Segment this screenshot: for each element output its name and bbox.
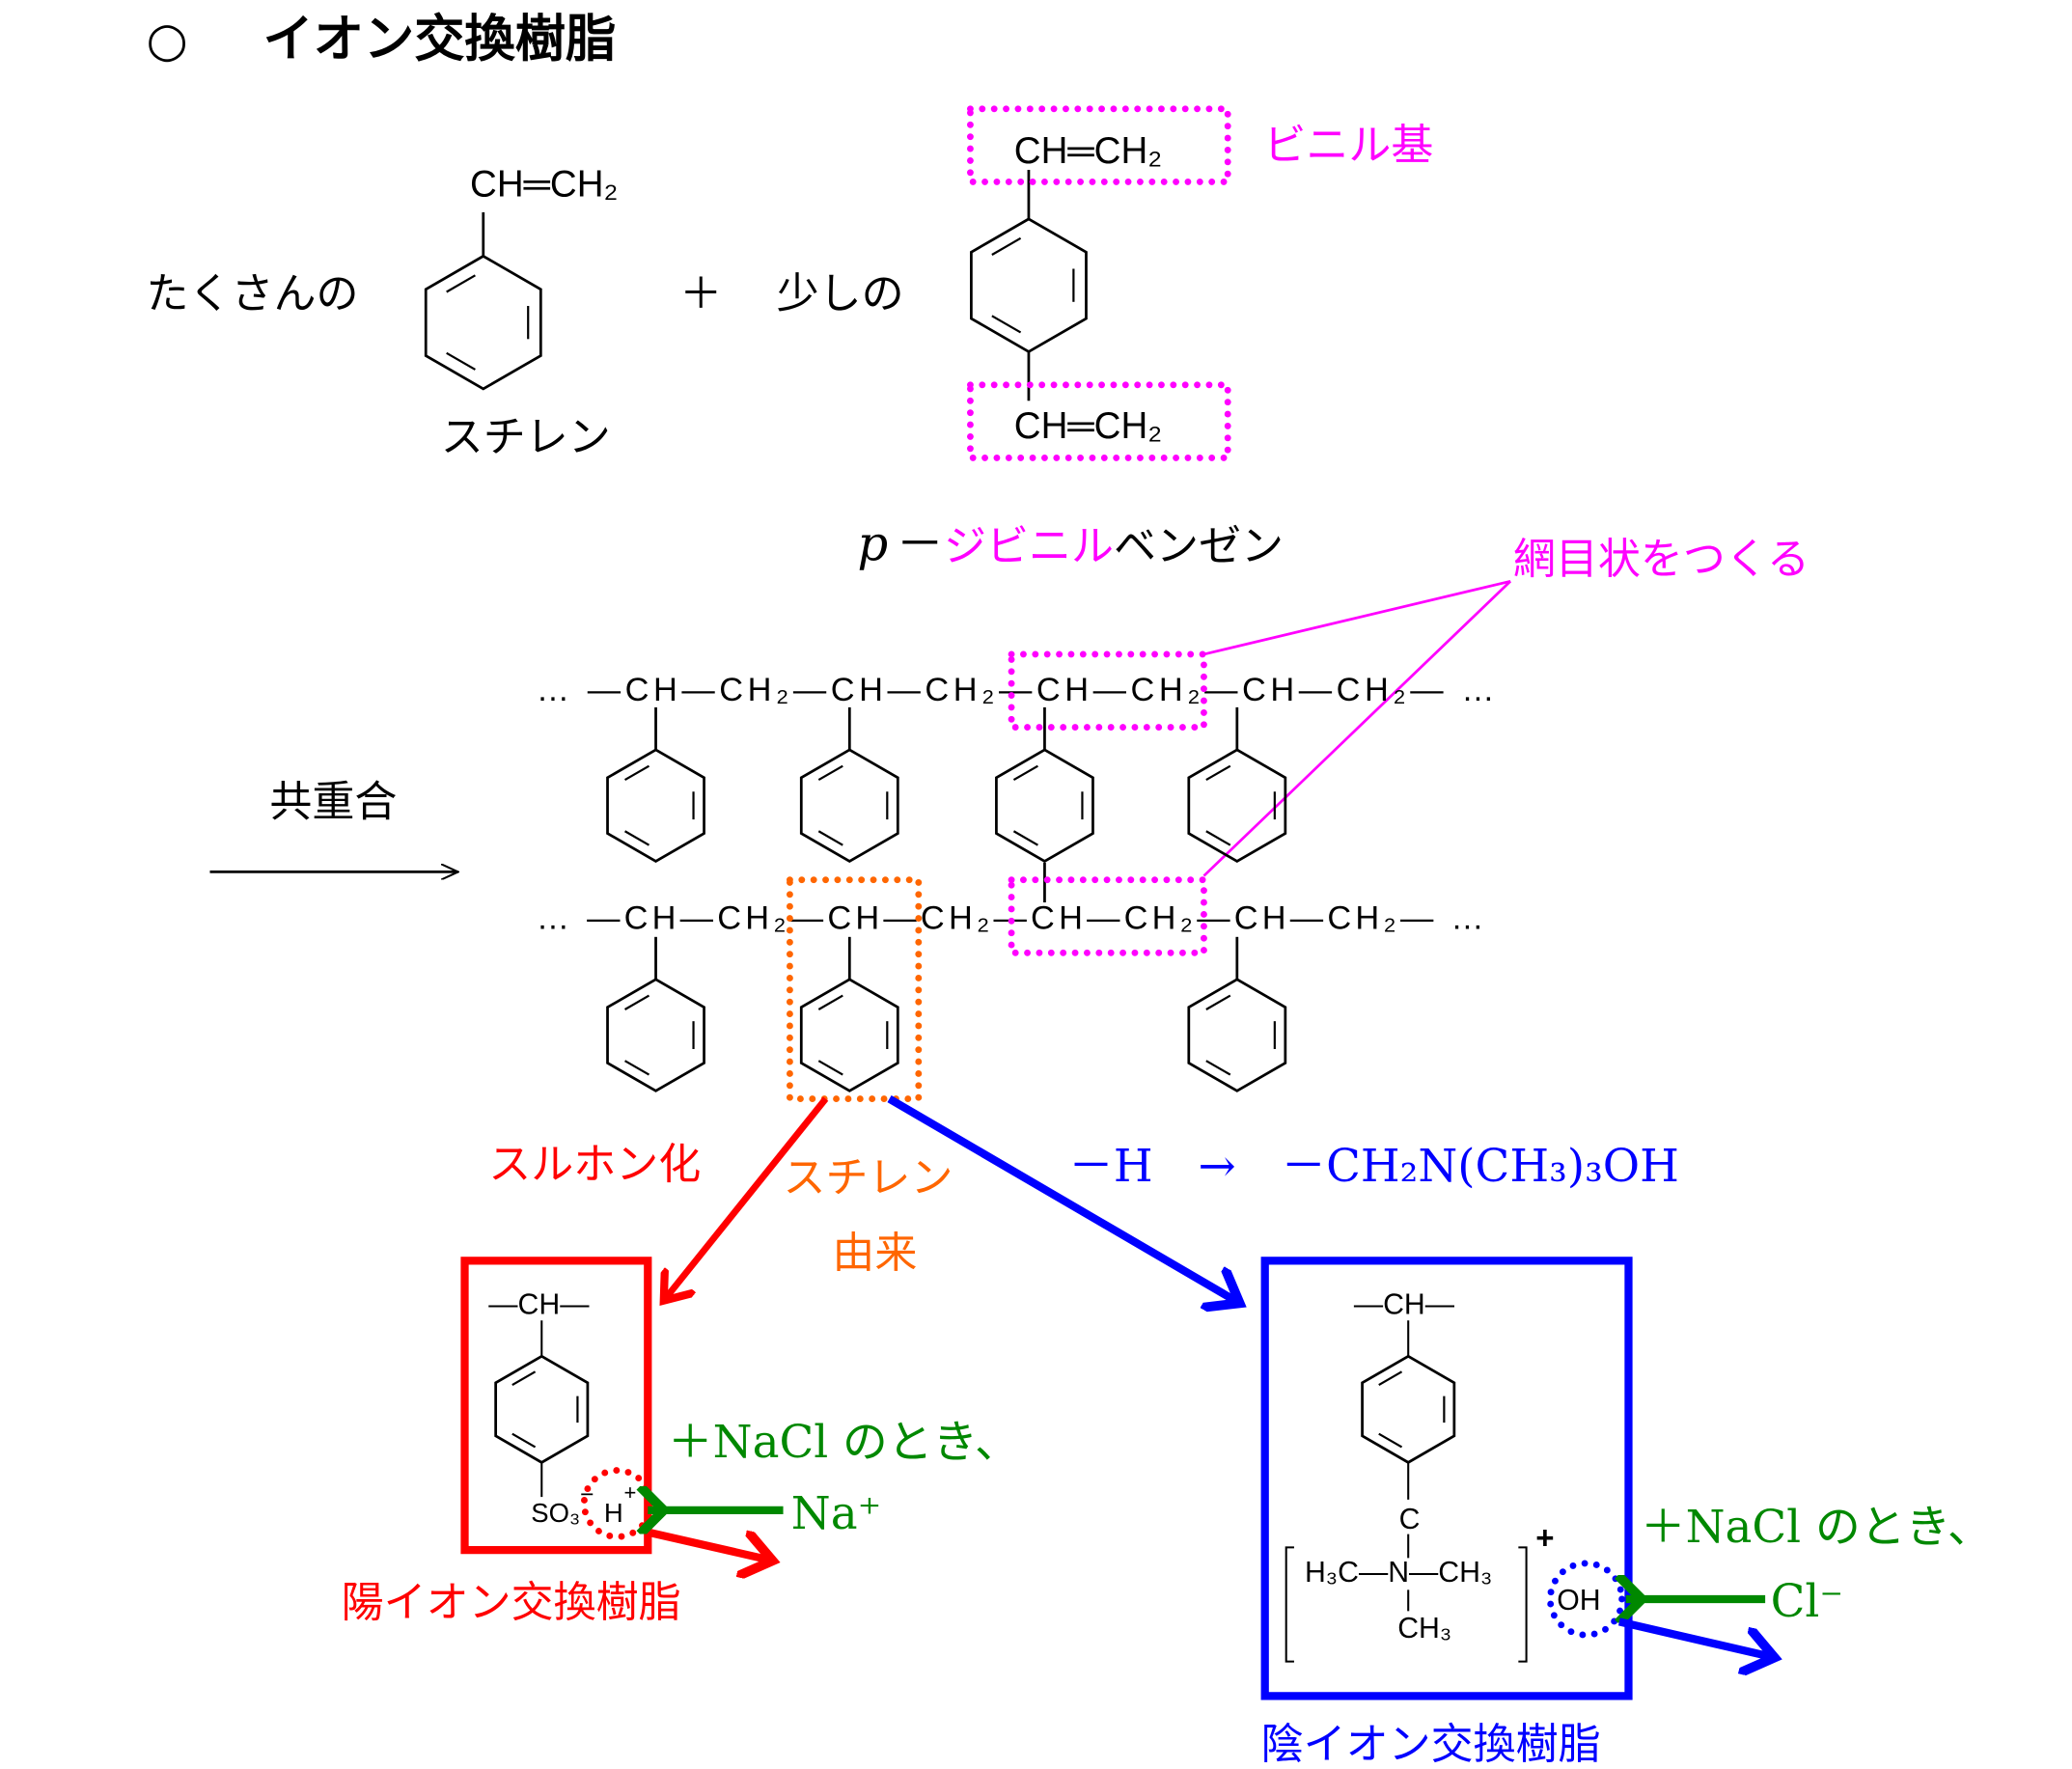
double-bond [991,236,1022,256]
double-bond [1205,830,1231,846]
reaction-label: 共重合 [269,778,397,827]
many-label: たくさんの [146,269,358,318]
benzene-ring [1187,748,1287,864]
benzene-ring-anion [1361,1354,1456,1464]
carbon: C [1399,1504,1421,1535]
ring-outline [799,748,899,864]
benzene-ring [606,748,705,864]
double-bond [446,274,476,293]
network-label: 網目状をつくる [1513,535,1810,584]
ring-outline [606,978,705,1092]
double-bond [1012,830,1038,846]
vinyl-highlight-bottom [966,381,1231,461]
ring-outline [1187,978,1287,1092]
ring-outline [995,748,1094,864]
trimethylammonium: H₃C—N—CH₃ [1305,1557,1492,1589]
ring-outline [424,254,542,391]
oh-out-arrow [1617,1617,1775,1657]
left-bracket [1285,1546,1294,1663]
double-bond [446,351,476,371]
divinyl-part: ジビニル [944,521,1114,570]
right-bracket [1518,1546,1528,1663]
double-bond [623,994,650,1010]
double-bond [991,315,1022,334]
ring-outline [494,1354,590,1464]
double-bond [1205,994,1231,1010]
double-bond [511,1370,537,1386]
network-pointer [1202,580,1512,877]
benzene-ring [1187,978,1287,1092]
benzene-part: ベンゼン [1114,521,1284,570]
h-out-arrow [649,1529,773,1561]
styrene-origin-label-2: 由来 [832,1229,917,1278]
double-bond [623,764,650,782]
ring-outline [799,978,899,1092]
polymer-chain-1: … —CH—CH₂—CH—CH₂—CH—CH₂—CH—CH₂— … [537,672,1495,708]
crosslink-highlight-top [1008,650,1207,731]
dvb-vinyl-bottom: CH═CH₂ [1014,405,1162,447]
chain1-pendants [654,706,1239,903]
cation-nacl-note: ＋NaCl のとき、 [668,1417,1020,1469]
double-bond [1205,764,1231,782]
benzene-ring-dvb [970,217,1088,353]
double-bond [1012,764,1038,782]
dvb-name: p－ジビニルベンゼン [858,515,1284,571]
benzene-ring [606,978,705,1092]
sulfonate-group: SO₃ [531,1498,580,1528]
ch-group: —CH— [1354,1288,1455,1320]
double-bond [817,1060,843,1076]
hydrogen-ion: H [604,1498,623,1528]
styrene-vinyl-group: CH═CH₂ [470,164,618,206]
benzene-ring-cation [494,1354,590,1464]
plus-sign: ＋ [679,269,722,318]
vinyl-highlight-top [966,105,1231,185]
double-bond [1378,1432,1403,1449]
benzene-ring-styrene-unit [799,978,899,1092]
anion-resin-name: 陰イオン交換樹脂 [1261,1720,1601,1769]
anion-nacl-note: ＋NaCl のとき、 [1641,1502,1993,1554]
dash: － [896,515,944,571]
double-bond [623,830,650,846]
title-bullet: ○ [146,12,187,68]
cation-resin-box [460,1257,652,1555]
double-bond [817,764,843,782]
ring-outline [970,217,1088,353]
anion-resin-box [1260,1257,1633,1700]
double-bond [1378,1370,1403,1386]
cl-ion: Cl⁻ [1771,1576,1843,1628]
dvb-vinyl-top: CH═CH₂ [1014,130,1162,172]
few-label: 少しの [777,269,904,318]
network-pointer [1203,579,1511,656]
ring-outline [1187,748,1287,864]
plus-charge: + [624,1480,637,1505]
styrene-origin-label: スチレン [784,1153,953,1202]
substitution-label: －H → －CH₂N(CH₃)₃OH [1068,1141,1679,1193]
double-bond [817,994,843,1010]
sulfonation-arrow [664,1096,829,1301]
styrene-name: スチレン [441,413,611,462]
double-bond [511,1432,537,1449]
benzene-ring-crosslink [995,748,1094,864]
crosslink-highlight-bottom [1008,876,1207,956]
styrene-unit-highlight [786,876,923,1103]
page-title: イオン交換樹脂 [263,10,617,69]
benzene-ring-styrene [424,254,542,391]
cation-resin-name: 陽イオン交換樹脂 [342,1578,681,1627]
double-bond [623,1060,650,1076]
sulfonation-label: スルホン化 [488,1140,701,1189]
vinyl-group-label: ビニル基 [1263,121,1433,170]
hydroxide-ion: OH [1557,1585,1600,1617]
na-ion: Na⁺ [791,1488,881,1540]
amination-arrow [887,1095,1240,1304]
para-prefix: p [858,515,889,571]
methyl-group: CH₃ [1397,1613,1451,1645]
double-bond [1205,1060,1231,1076]
ch-group: —CH— [488,1288,590,1320]
double-bond [817,830,843,846]
plus-charge: + [1535,1520,1554,1556]
benzene-ring [799,748,899,864]
ring-outline [606,748,705,864]
ring-outline [1361,1354,1456,1464]
chain2-pendants [654,936,1239,980]
